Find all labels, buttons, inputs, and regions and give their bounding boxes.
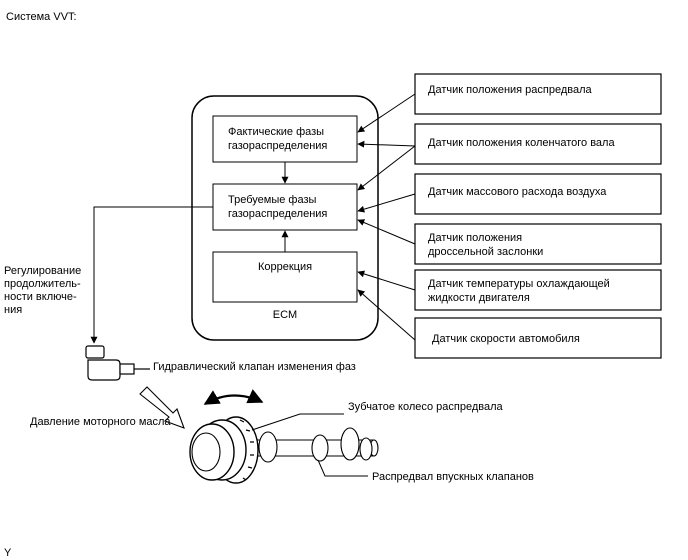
rotation-arrow-icon xyxy=(203,389,264,405)
actual-timing-box xyxy=(212,115,358,163)
target-timing-box xyxy=(212,183,358,231)
actual-timing-line2: газораспределения xyxy=(228,140,327,152)
camshaft-sprocket-icon xyxy=(189,416,379,484)
footer-mark: Y xyxy=(4,547,12,559)
target-timing-line1: Требуемые фазы xyxy=(228,194,316,206)
arrow-crankshaft-to-target xyxy=(357,145,416,191)
sensor-vehicle-speed-label: Датчик скорости автомобиля xyxy=(432,333,580,345)
sensor-coolant-line2: жидкости двигателя xyxy=(428,292,530,304)
arrow-crankshaft-to-actual xyxy=(357,140,416,148)
camshaft-leader-line xyxy=(317,459,368,477)
ecm-label: ECM xyxy=(273,309,297,321)
sensor-throttle-line1: Датчик положения xyxy=(428,232,522,244)
arrow-speed-to-correction xyxy=(357,289,416,341)
actual-timing-line1: Фактические фазы xyxy=(228,126,324,138)
sensor-throttle-line2: дроссельной заслонки xyxy=(428,246,543,258)
camshaft-label: Распредвал впускных клапанов xyxy=(372,471,534,483)
sprocket-leader-line xyxy=(251,413,344,431)
oil-pressure-arrow-icon xyxy=(139,386,185,429)
duty-control-line4: ния xyxy=(4,304,22,316)
duty-control-line2: продолжитель- xyxy=(4,278,81,290)
target-timing-line2: газораспределения xyxy=(228,208,327,220)
sensor-coolant-line1: Датчик температуры охлаждающей xyxy=(428,278,610,290)
sensor-camshaft-label: Датчик положения распредвала xyxy=(428,84,593,96)
duty-control-arrow xyxy=(90,206,213,344)
diagram-title: Система VVT: xyxy=(6,11,77,23)
sensor-box-throttle xyxy=(414,223,662,265)
arrow-throttle-to-target xyxy=(357,219,416,245)
correction-box xyxy=(212,251,358,303)
arrow-maf-to-target xyxy=(357,193,416,213)
ecm-box xyxy=(191,95,379,341)
sensor-box-crankshaft xyxy=(414,123,662,165)
correction-label: Коррекция xyxy=(258,261,312,273)
oil-pressure-label: Давление моторного масла xyxy=(30,416,171,428)
sensor-box-coolant-temp xyxy=(414,269,662,311)
duty-control-line3: ности включе- xyxy=(4,291,77,303)
duty-control-line1: Регулирование xyxy=(4,265,81,277)
sensor-mass-airflow-label: Датчик массового расхода воздуха xyxy=(428,186,607,198)
oil-control-valve-icon xyxy=(85,345,150,381)
arrow-coolant-to-correction xyxy=(357,270,416,291)
sensor-crankshaft-label: Датчик положения коленчатого вала xyxy=(428,137,615,149)
arrow-camshaft-to-actual xyxy=(357,93,416,133)
ocv-label: Гидравлический клапан изменения фаз xyxy=(153,361,356,373)
sprocket-label: Зубчатое колесо распредвала xyxy=(348,401,504,413)
sensor-box-vehicle-speed xyxy=(414,317,662,359)
